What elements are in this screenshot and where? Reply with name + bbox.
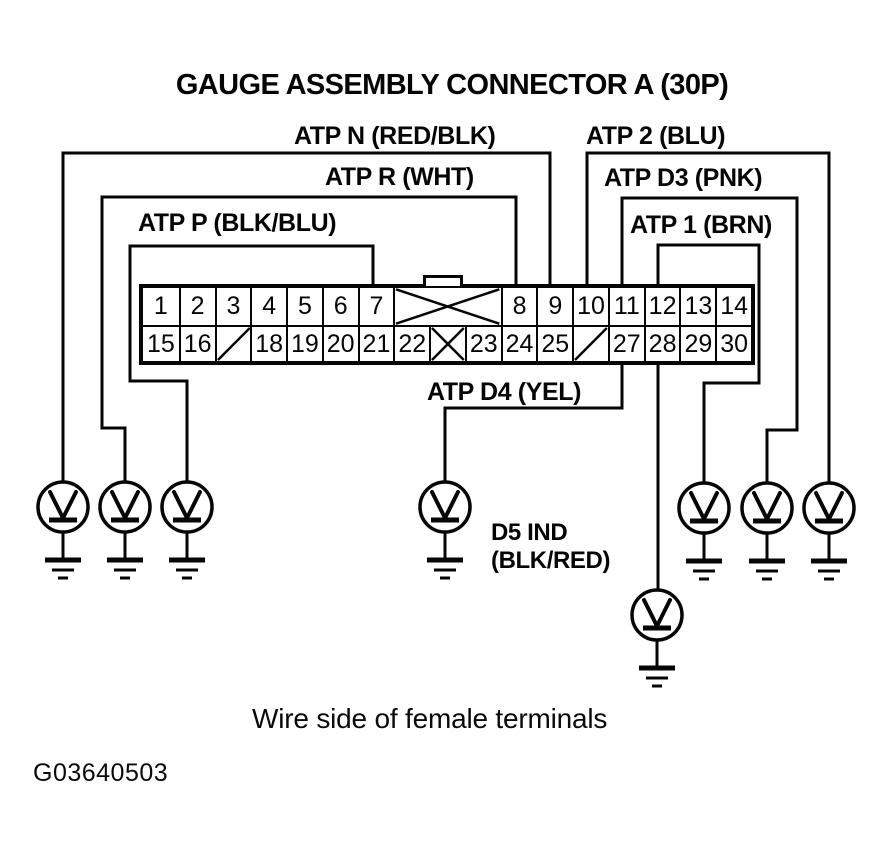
bulb-pin-28 — [632, 590, 682, 640]
pin-cell-18: 18 — [250, 325, 287, 361]
connector-polarity-tab — [423, 275, 463, 286]
blocked-cell-x — [429, 325, 465, 361]
bulb-atp-r — [100, 482, 150, 532]
connector-body — [139, 284, 755, 365]
wire-label-atp-n: ATP N (RED/BLK) — [294, 122, 496, 150]
pin-cell-3: 3 — [214, 288, 251, 325]
bulb-atp-d3 — [742, 483, 792, 533]
wire-label-atp-r: ATP R (WHT) — [325, 163, 474, 191]
wire-label-atp-2: ATP 2 (BLU) — [586, 122, 726, 150]
blocked-cell-x — [393, 288, 501, 325]
ground-symbol — [45, 532, 81, 578]
pin-cell-14: 14 — [715, 288, 751, 325]
pin-cell-28: 28 — [643, 325, 680, 361]
pin-cell-8: 8 — [500, 288, 537, 325]
pin-cell-7: 7 — [357, 288, 394, 325]
pin-cell-20: 20 — [321, 325, 358, 361]
d5-ind-line2: (BLK/RED) — [491, 547, 611, 574]
ground-symbol — [749, 533, 785, 579]
figure-id: G03640503 — [33, 759, 169, 787]
bulb-atp-2 — [804, 483, 854, 533]
pin-cell-22: 22 — [393, 325, 430, 361]
d5-ind-line1: D5 IND — [491, 519, 568, 546]
pin-cell-27: 27 — [607, 325, 644, 361]
pin-cell-1: 1 — [153, 292, 168, 320]
pin-cell-21: 21 — [357, 325, 394, 361]
wire-label-atp-1: ATP 1 (BRN) — [630, 211, 772, 239]
pin-cell-15: 15 — [143, 325, 179, 361]
ground-symbol — [427, 532, 463, 578]
pin-cell-16: 16 — [178, 325, 215, 361]
wire-label-d5-ind: D5 IND (BLK/RED) — [491, 519, 610, 575]
blocked-cell-slash — [214, 325, 251, 361]
pin-cell-11: 11 — [607, 288, 644, 325]
ground-symbol — [639, 640, 675, 686]
caption-wire-side: Wire side of female terminals — [252, 703, 608, 734]
wire-atp-n — [61, 151, 552, 483]
wire-label-atp-p: ATP P (BLK/BLU) — [138, 209, 337, 237]
wire-atp-1 — [656, 243, 761, 484]
pin-cell-30: 30 — [715, 325, 751, 361]
pin-cell-19: 19 — [286, 325, 322, 361]
ground-symbol — [811, 533, 847, 579]
ground-symbol — [686, 533, 722, 579]
bulb-atp-p — [162, 482, 212, 532]
wire-atp-d3 — [620, 196, 799, 484]
pin-cell-10: 10 — [572, 288, 608, 325]
wire-label-atp-d4: ATP D4 (YEL) — [427, 378, 582, 406]
diagram-title: GAUGE ASSEMBLY CONNECTOR A (30P) — [175, 69, 729, 101]
pin-cell-24: 24 — [500, 325, 537, 361]
blocked-cell-slash — [572, 325, 608, 361]
ground-symbol — [107, 532, 143, 578]
ground-symbol — [169, 532, 205, 578]
wire-atp-d4 — [443, 362, 624, 482]
wire-atp-2 — [585, 151, 831, 483]
pin-cell-9: 9 — [536, 288, 572, 325]
bulb-atp-1 — [679, 483, 729, 533]
pin-cell-23: 23 — [464, 325, 501, 361]
bulb-d5-ind — [420, 482, 470, 532]
wire-atp-p — [128, 244, 375, 483]
pin-cell-12: 12 — [643, 288, 680, 325]
pin-cell-25: 25 — [536, 325, 573, 361]
pin-cell-5: 5 — [286, 288, 322, 325]
wire-label-atp-d3: ATP D3 (PNK) — [604, 164, 763, 192]
bulb-atp-n — [38, 482, 88, 532]
pin-cell-4: 4 — [250, 288, 286, 325]
pin-cell-6: 6 — [321, 288, 358, 325]
pin-cell-2: 2 — [178, 288, 215, 325]
pin-cell-13: 13 — [679, 288, 715, 325]
wire-atp-r — [100, 195, 518, 483]
pin-cell-29: 29 — [679, 325, 716, 361]
